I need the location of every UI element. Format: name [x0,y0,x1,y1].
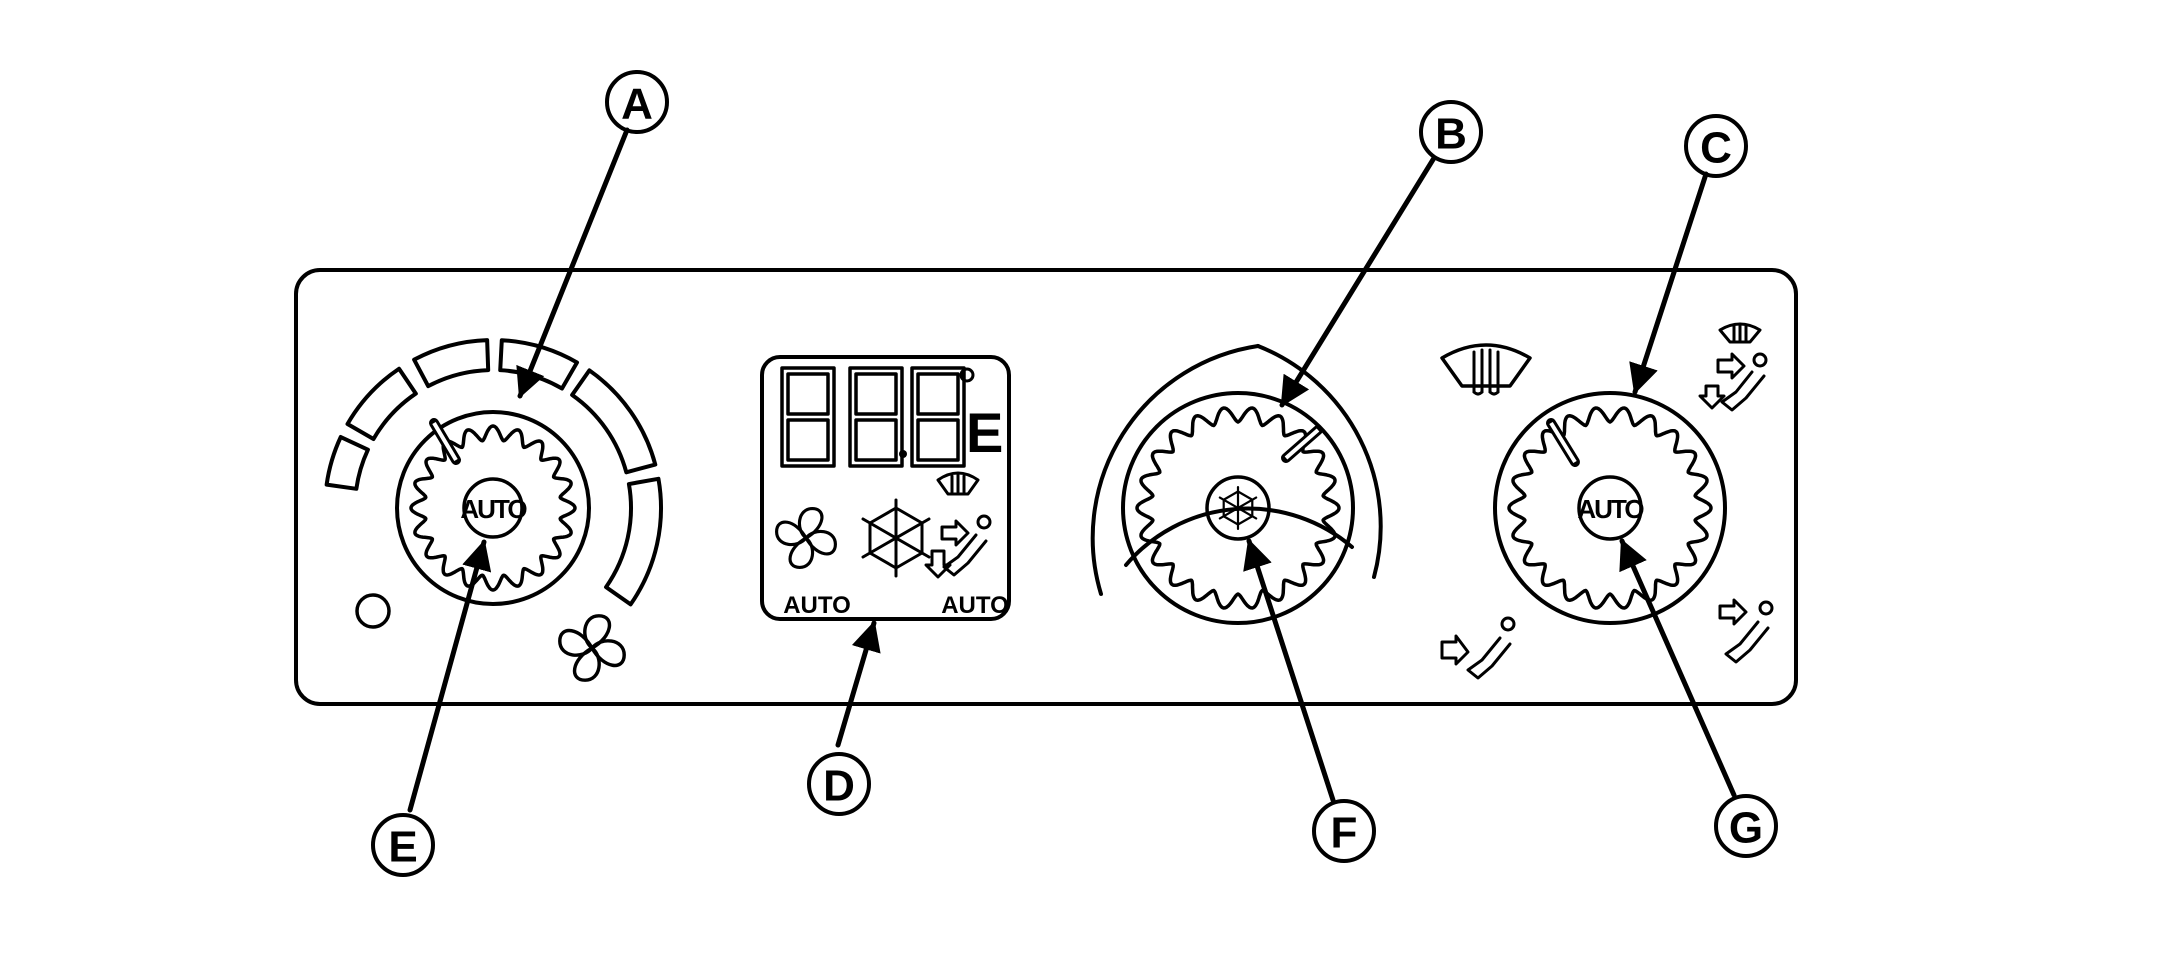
control-panel [294,268,1798,706]
ac-button[interactable] [1205,475,1271,541]
leader-lines [407,127,1737,813]
fan-speed-segment-4 [498,338,579,391]
windshield-defrost-icon [1440,343,1532,396]
auto-button-left-label: AUTO [460,494,527,524]
fan-speed-segment-1 [324,435,370,491]
degree-icon [959,367,975,383]
fan-icon [558,614,626,682]
svg-text:E: E [388,823,417,872]
ac-snowflake-icon [1218,485,1258,531]
svg-text:F: F [1331,809,1358,858]
lcd-defrost-vent-icon [936,471,980,496]
face-vent-icon [1718,598,1774,664]
segment-suffix: E [966,401,1003,464]
callout-a: A [605,70,669,134]
fan-auto-indicator: AUTO [783,592,851,619]
svg-text:D: D [823,762,855,811]
callout-d: D [807,752,871,816]
fan-speed-knob[interactable]: AUTO [324,338,663,607]
air-distribution-knob[interactable]: AUTO [1493,391,1727,625]
floor-vent-icon [1440,616,1516,680]
snowflake-icon [861,498,931,578]
svg-text:C: C [1700,124,1732,173]
lcd-fan-icon [775,507,837,569]
fan-speed-segment-arc [324,338,663,607]
fan-speed-segment-6 [604,476,663,607]
temperature-knob[interactable] [1090,344,1383,625]
callout-f: F [1312,799,1376,863]
lcd-passenger-icon [924,514,992,579]
fan-speed-segment-2 [345,366,418,441]
auto-button-right-label: AUTO [1577,494,1644,524]
fan-speed-segment-5 [570,368,658,475]
callout-c: C [1684,114,1748,178]
vent-auto-indicator: AUTO [941,592,1009,619]
svg-text:G: G [1729,804,1763,853]
auto-button-left[interactable] [462,477,524,539]
callout-g: G [1714,794,1778,858]
lcd-display: E AUTO AUTO [760,355,1011,621]
callout-b: B [1419,100,1483,164]
callout-e: E [371,813,435,877]
temperature-readout: E [780,366,1003,468]
fan-speed-segment-3 [412,338,491,389]
svg-text:B: B [1435,110,1467,159]
circle-icon [355,593,391,629]
auto-button-right[interactable] [1577,475,1643,541]
defrost-floor-icon [1698,322,1768,412]
svg-text:A: A [621,80,653,129]
